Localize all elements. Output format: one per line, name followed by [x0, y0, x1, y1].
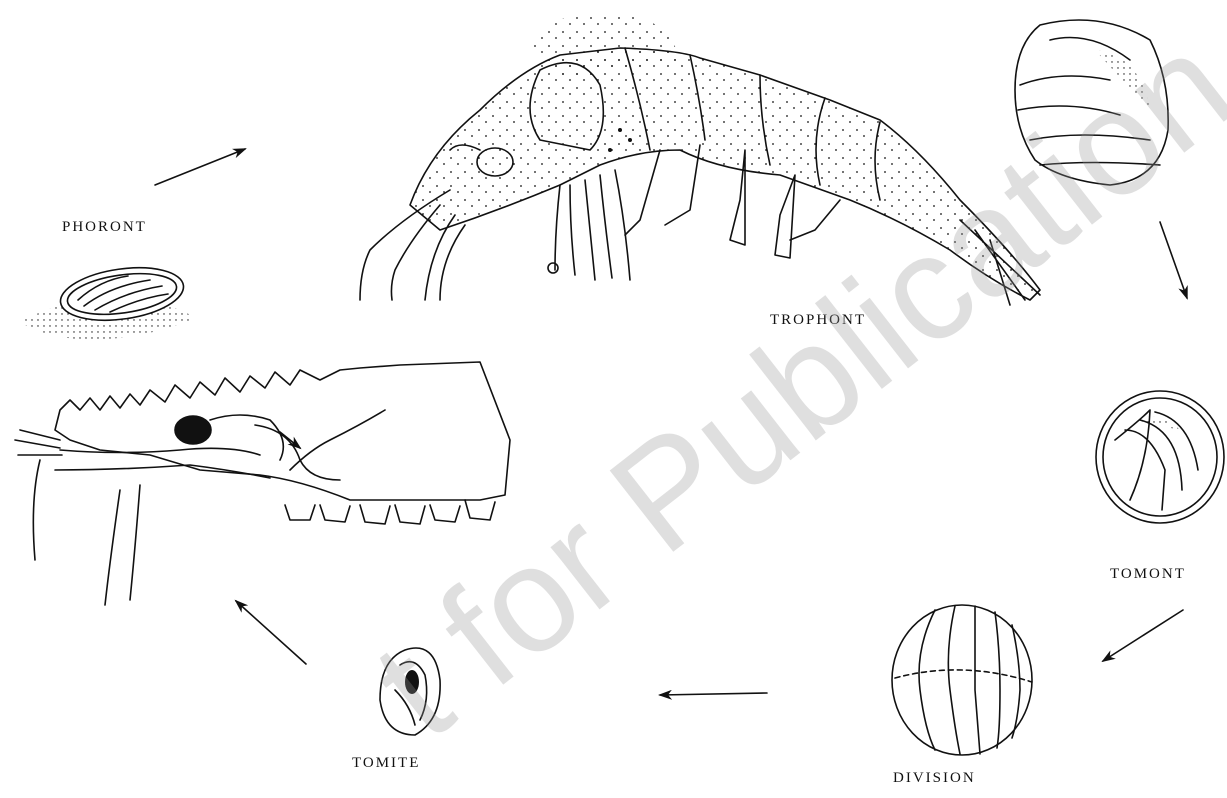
label-trophont: TROPHONT [770, 312, 866, 329]
label-tomite: TOMITE [352, 755, 420, 772]
phoront-cyst [20, 261, 195, 340]
division-cell [892, 605, 1032, 755]
trophont-shrimp [360, 11, 1040, 305]
tomont-cell [1096, 391, 1224, 523]
arrow-tomont-to-division [1103, 610, 1183, 661]
arrow-trophont-to-tomont [1160, 222, 1187, 298]
arrow-division-to-tomite [660, 693, 767, 695]
tomont-emerging-cell [1015, 20, 1168, 185]
arrow-phoront-to-trophont [155, 149, 245, 185]
arrow-tomite-to-host [236, 601, 306, 664]
label-tomont: TOMONT [1110, 566, 1186, 583]
label-division: DIVISION [893, 770, 976, 787]
tomite-cell [380, 648, 440, 735]
label-phoront: PHORONT [62, 219, 147, 236]
host-shrimp-head [15, 362, 510, 605]
